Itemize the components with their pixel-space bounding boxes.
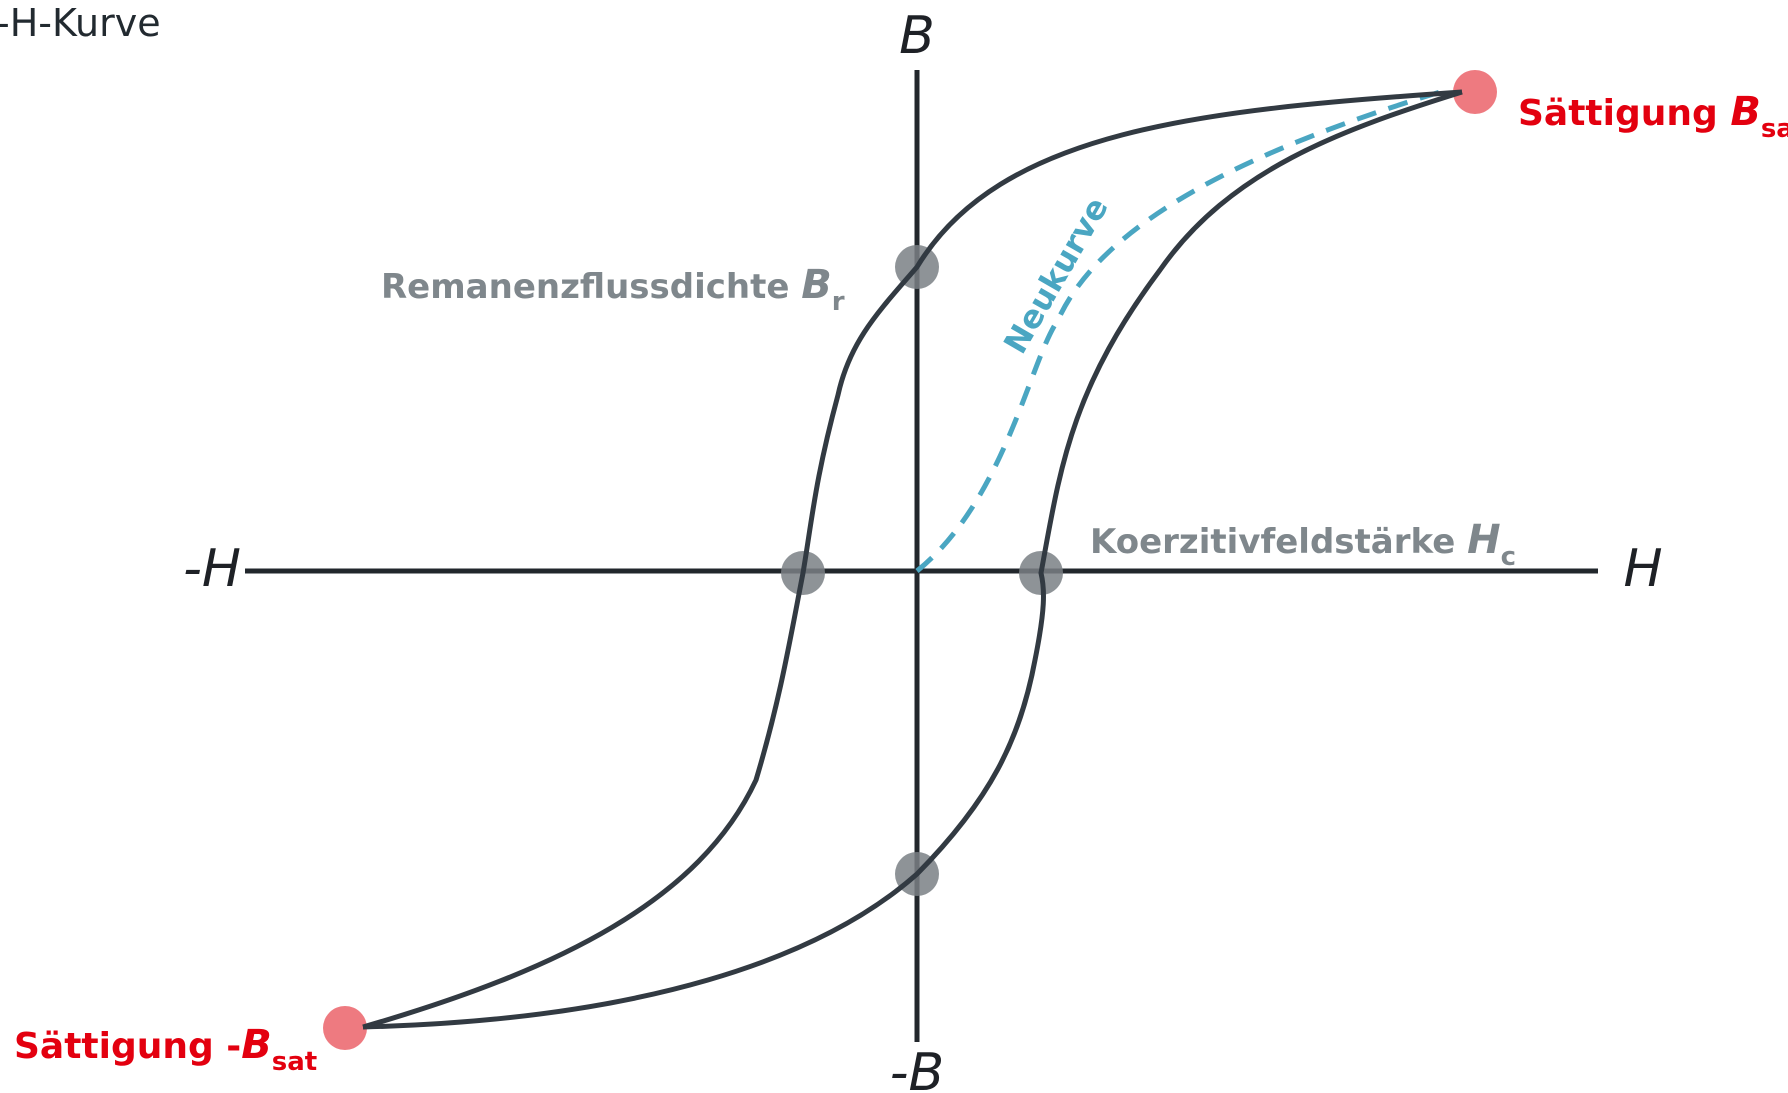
neg-h-axis-label: -H xyxy=(183,539,241,599)
coercivity-label: Koerzitivfeldstärke Hc xyxy=(1090,517,1516,572)
b-axis-label: B xyxy=(899,6,935,66)
hysteresis-branch-descending xyxy=(362,89,1463,1030)
saturation-point-positive xyxy=(1453,70,1497,114)
saturation-positive-label: Sättigung Bsat xyxy=(1518,89,1788,144)
virgin-curve xyxy=(915,89,1441,573)
h-axis-label: H xyxy=(1623,539,1662,599)
virgin-curve-label: Neukurve xyxy=(996,191,1116,360)
saturation-negative-label: Sättigung -Bsat xyxy=(14,1022,317,1077)
hysteresis-branch-ascending xyxy=(362,89,1463,1030)
remanence-label: Remanenzflussdichte Br xyxy=(381,262,845,317)
neg-b-axis-label: -B xyxy=(890,1043,944,1093)
saturation-point-negative xyxy=(323,1006,367,1050)
diagram-title: -H-Kurve xyxy=(0,1,161,45)
